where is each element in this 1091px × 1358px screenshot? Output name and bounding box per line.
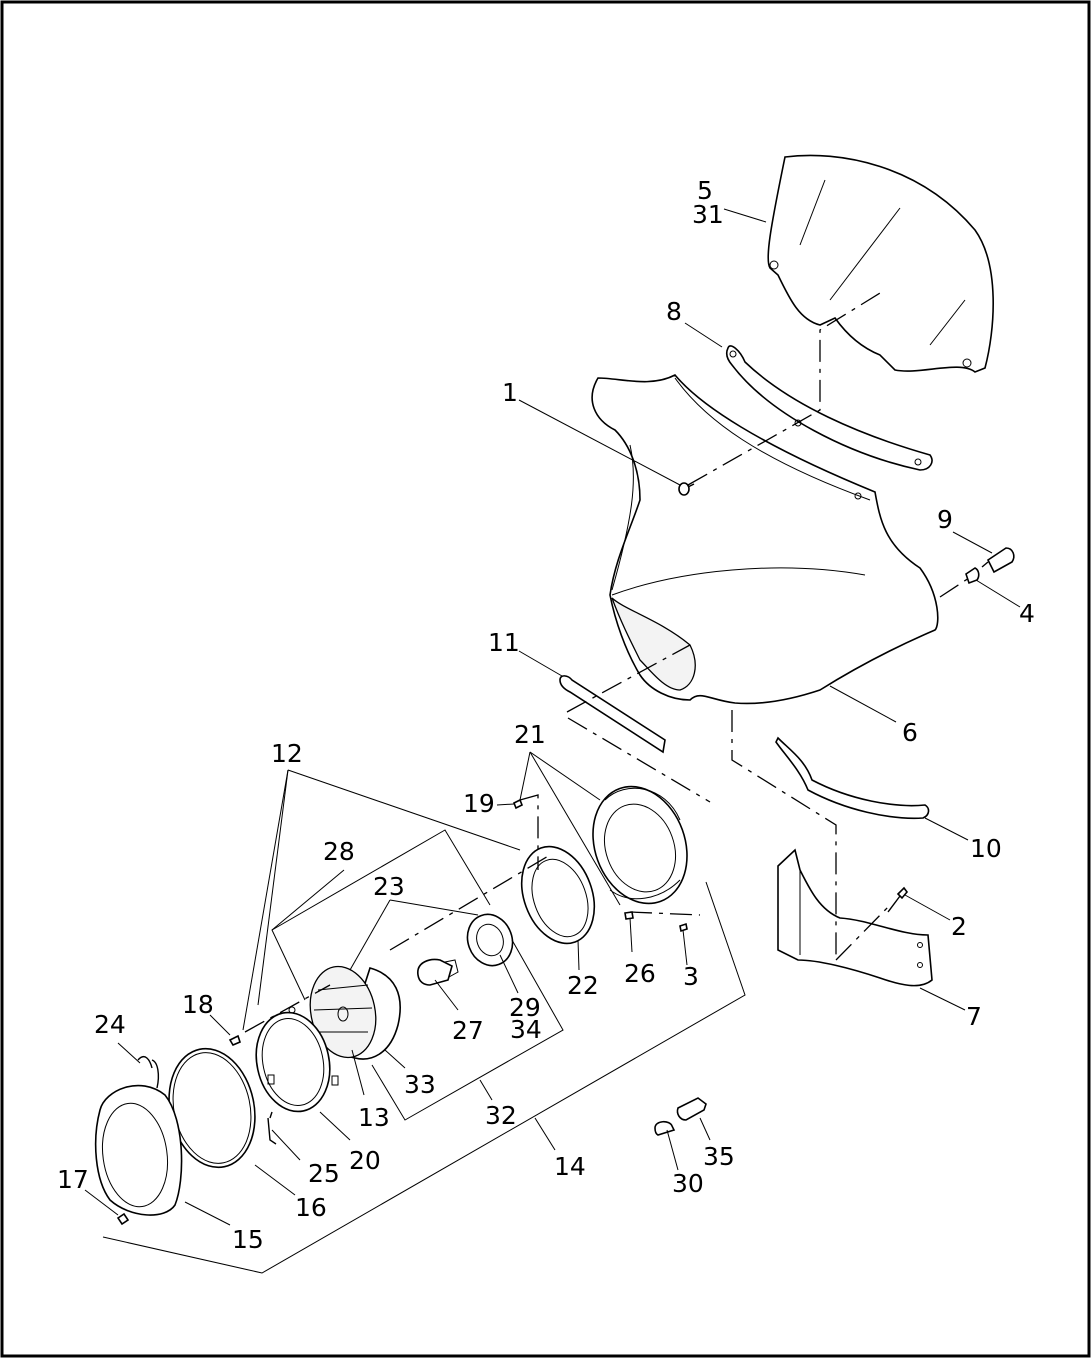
callout-labels: 1 2 3 4 5 31 6 7 8 9 10 11 12 13 14 15 1…	[57, 176, 1035, 1254]
retaining-ring-20	[255, 1006, 339, 1113]
trim-strip	[726, 345, 933, 471]
label-7: 7	[966, 1002, 982, 1031]
strip-11	[559, 675, 666, 754]
label-19: 19	[463, 789, 495, 818]
headlamp-13	[309, 965, 401, 1060]
screw-26	[624, 911, 634, 920]
screw-17	[116, 1212, 130, 1226]
label-23: 23	[373, 872, 405, 901]
windshield	[767, 154, 994, 373]
screw-19	[512, 798, 524, 810]
label-24: 24	[94, 1010, 126, 1039]
label-5: 5	[697, 176, 713, 205]
label-2: 2	[951, 912, 967, 941]
brace-10	[775, 736, 930, 820]
headlamp-housing	[592, 785, 688, 905]
knob-9	[981, 547, 1015, 574]
label-3: 3	[683, 962, 699, 991]
label-34: 34	[510, 1015, 542, 1044]
screw-1	[678, 482, 695, 496]
label-1: 1	[502, 378, 518, 407]
label-17: 17	[57, 1165, 89, 1194]
screw-18	[228, 1034, 241, 1047]
clip-24	[137, 1056, 160, 1089]
bracket-7	[777, 848, 933, 987]
label-20: 20	[349, 1146, 381, 1175]
label-35: 35	[703, 1142, 735, 1171]
label-13: 13	[358, 1103, 390, 1132]
label-29: 29	[509, 993, 541, 1022]
label-30: 30	[672, 1169, 704, 1198]
label-28: 28	[323, 837, 355, 866]
label-22: 22	[567, 971, 599, 1000]
label-6: 6	[902, 718, 918, 747]
label-32: 32	[485, 1101, 517, 1130]
bulb-27	[417, 958, 459, 986]
label-25: 25	[308, 1159, 340, 1188]
socket-29	[466, 913, 514, 967]
nut-4	[965, 567, 980, 585]
label-11: 11	[488, 628, 520, 657]
label-9: 9	[937, 505, 953, 534]
label-10: 10	[970, 834, 1002, 863]
screw-3	[679, 922, 688, 933]
label-33: 33	[404, 1070, 436, 1099]
bulb-30	[654, 1120, 676, 1136]
label-31: 31	[692, 200, 724, 229]
alignment-lines	[244, 289, 973, 1033]
fairing	[591, 373, 939, 705]
label-14: 14	[554, 1152, 586, 1181]
label-18: 18	[182, 990, 214, 1019]
label-26: 26	[624, 959, 656, 988]
ring-22	[520, 845, 596, 945]
screw-2	[887, 886, 909, 913]
label-15: 15	[232, 1225, 264, 1254]
label-27: 27	[452, 1016, 484, 1045]
socket-35	[676, 1097, 707, 1121]
label-12: 12	[271, 739, 303, 768]
label-4: 4	[1019, 599, 1035, 628]
spring-25	[267, 1111, 277, 1145]
leader-lines	[84, 208, 1021, 1274]
label-16: 16	[295, 1193, 327, 1222]
label-21: 21	[514, 720, 546, 749]
trim-ring-15	[94, 1084, 183, 1216]
label-8: 8	[666, 297, 682, 326]
